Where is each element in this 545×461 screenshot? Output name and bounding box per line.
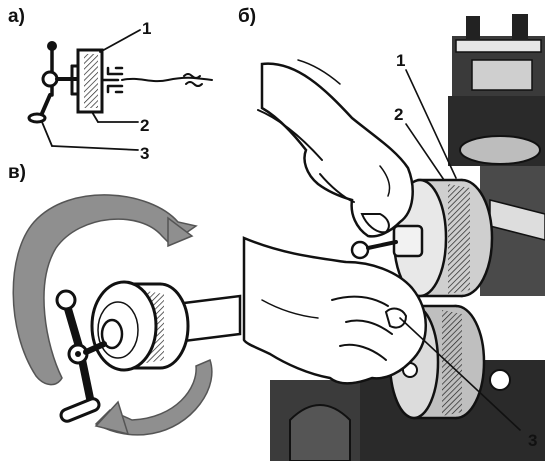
callout-a-3: 3 bbox=[140, 144, 149, 163]
callout-b-3: 3 bbox=[528, 431, 537, 450]
panel-b-machine: б) bbox=[238, 6, 545, 461]
panel-a-crank bbox=[27, 41, 80, 124]
callout-a-2: 2 bbox=[140, 116, 149, 135]
panel-v-rotation: в) bbox=[8, 162, 242, 436]
clamp-nut bbox=[350, 224, 424, 260]
panel-a-callouts: 1 2 3 bbox=[41, 19, 151, 163]
callout-a-1: 1 bbox=[142, 19, 151, 38]
panel-a-label: а) bbox=[8, 6, 25, 27]
callout-b-1: 1 bbox=[396, 51, 405, 70]
panel-a-schematic: а) 1 bbox=[8, 6, 213, 163]
lower-hand bbox=[242, 236, 427, 385]
rotation-arrows bbox=[12, 194, 213, 436]
panel-b-callouts: 1 2 3 bbox=[394, 51, 537, 450]
upper-hand bbox=[257, 59, 414, 238]
panel-a-lead-screw bbox=[100, 66, 213, 94]
panel-b-label: б) bbox=[238, 6, 256, 27]
panel-v-dial bbox=[90, 280, 190, 372]
panel-v-crank bbox=[55, 289, 107, 423]
callout-b-2: 2 bbox=[394, 105, 403, 124]
panel-a-dial bbox=[70, 48, 104, 114]
panel-v-label: в) bbox=[8, 162, 26, 183]
